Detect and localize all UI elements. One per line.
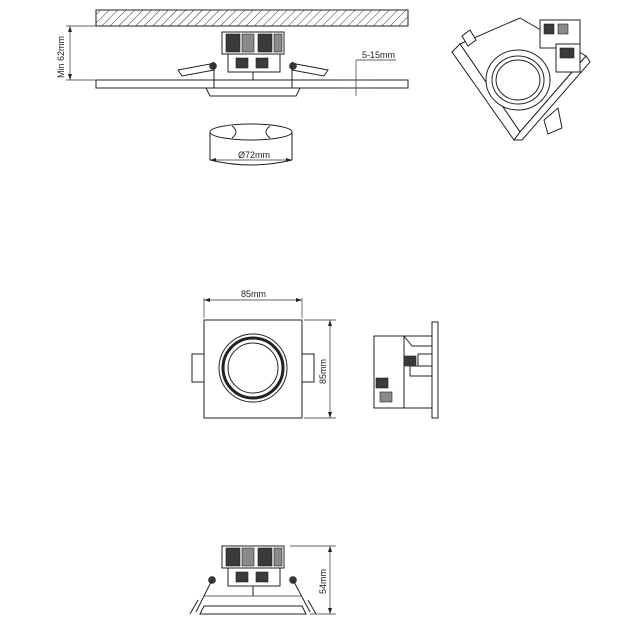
cutout-diagram: Ø72mm: [209, 123, 293, 166]
driver-box: [221, 31, 285, 80]
width-label: 85mm: [241, 289, 266, 299]
cutout-diameter-label: Ø72mm: [238, 150, 270, 160]
ceiling-thickness-label: 5-15mm: [362, 50, 395, 60]
bottom-driver-box: [221, 545, 285, 596]
bottom-profile: 54mm: [189, 545, 336, 615]
min-height-label: Min 62mm: [56, 36, 66, 78]
front-view: 85mm 85mm: [191, 289, 336, 419]
depth-label: 54mm: [318, 569, 328, 594]
trim-ring: [205, 87, 301, 97]
ceiling-board: [95, 79, 409, 89]
bottom-trim: [199, 605, 307, 615]
installation-side-view: Min 62mm 5-15mm: [56, 9, 409, 97]
height-label: 85mm: [318, 359, 328, 384]
ceiling-slab: [95, 9, 409, 27]
isometric-view: [451, 17, 591, 141]
lens-inner: [227, 342, 279, 394]
spring-clips: [177, 62, 329, 88]
side-view: [373, 321, 439, 419]
